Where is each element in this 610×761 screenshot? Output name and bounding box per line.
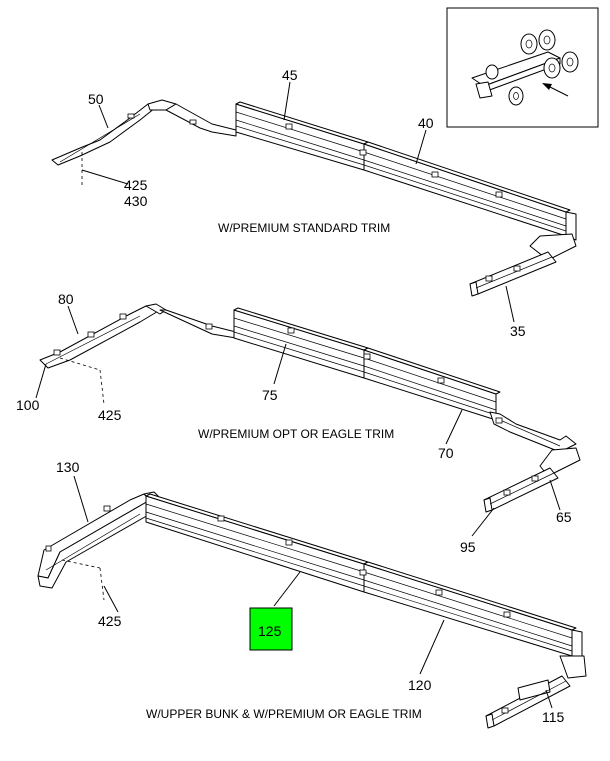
trim-part-70 [489,411,577,453]
trim-part-50 [51,99,237,166]
trim-part-65 [483,447,581,513]
callout-425: 425 [98,613,122,629]
trim-part-115 [485,655,587,729]
trim-part-80 [39,303,237,369]
callout-35: 35 [510,323,526,339]
trim-part-120 [145,493,583,661]
highlighted-callout-125[interactable]: 125 [249,607,293,651]
callout-50: 50 [88,91,104,107]
highlight-box[interactable] [249,607,293,651]
callout-70: 70 [438,445,454,461]
truck-chassis-locator-icon [471,29,579,106]
trim-part-40-45 [235,101,577,241]
callout-45: 45 [282,67,298,83]
callout-80: 80 [58,291,74,307]
trim-part-130 [37,491,161,589]
callout-125[interactable]: 125 [258,623,282,639]
inset-locator [446,7,599,128]
callout-95: 95 [460,539,476,555]
trim-part-75 [233,307,501,421]
caption-premium-opt-eagle-trim: W/PREMIUM OPT OR EAGLE TRIM [198,427,394,441]
assembly-upper-bunk-trim: 130 425 125 120 115 W/UPPER BUNK & W/PRE… [37,459,587,729]
callout-130: 130 [56,459,80,475]
callout-40: 40 [418,115,434,131]
assembly-premium-opt-eagle-trim: 80 100 425 75 70 65 95 W/PREMIUM OPT OR … [16,291,581,555]
callout-425: 425 [124,177,148,193]
callout-425: 425 [98,407,122,423]
callout-115: 115 [542,709,565,725]
callout-100: 100 [16,397,40,413]
assembly-premium-standard-trim: 50 45 40 425 430 35 W/PREMIUM STANDARD T… [51,67,577,339]
callout-75: 75 [262,387,278,403]
callout-120: 120 [408,677,432,693]
callout-65: 65 [556,509,572,525]
caption-premium-standard-trim: W/PREMIUM STANDARD TRIM [218,221,390,235]
caption-upper-bunk-premium-eagle-trim: W/UPPER BUNK & W/PREMIUM OR EAGLE TRIM [146,707,422,721]
callout-430: 430 [124,193,148,209]
trim-part-35 [469,233,577,297]
